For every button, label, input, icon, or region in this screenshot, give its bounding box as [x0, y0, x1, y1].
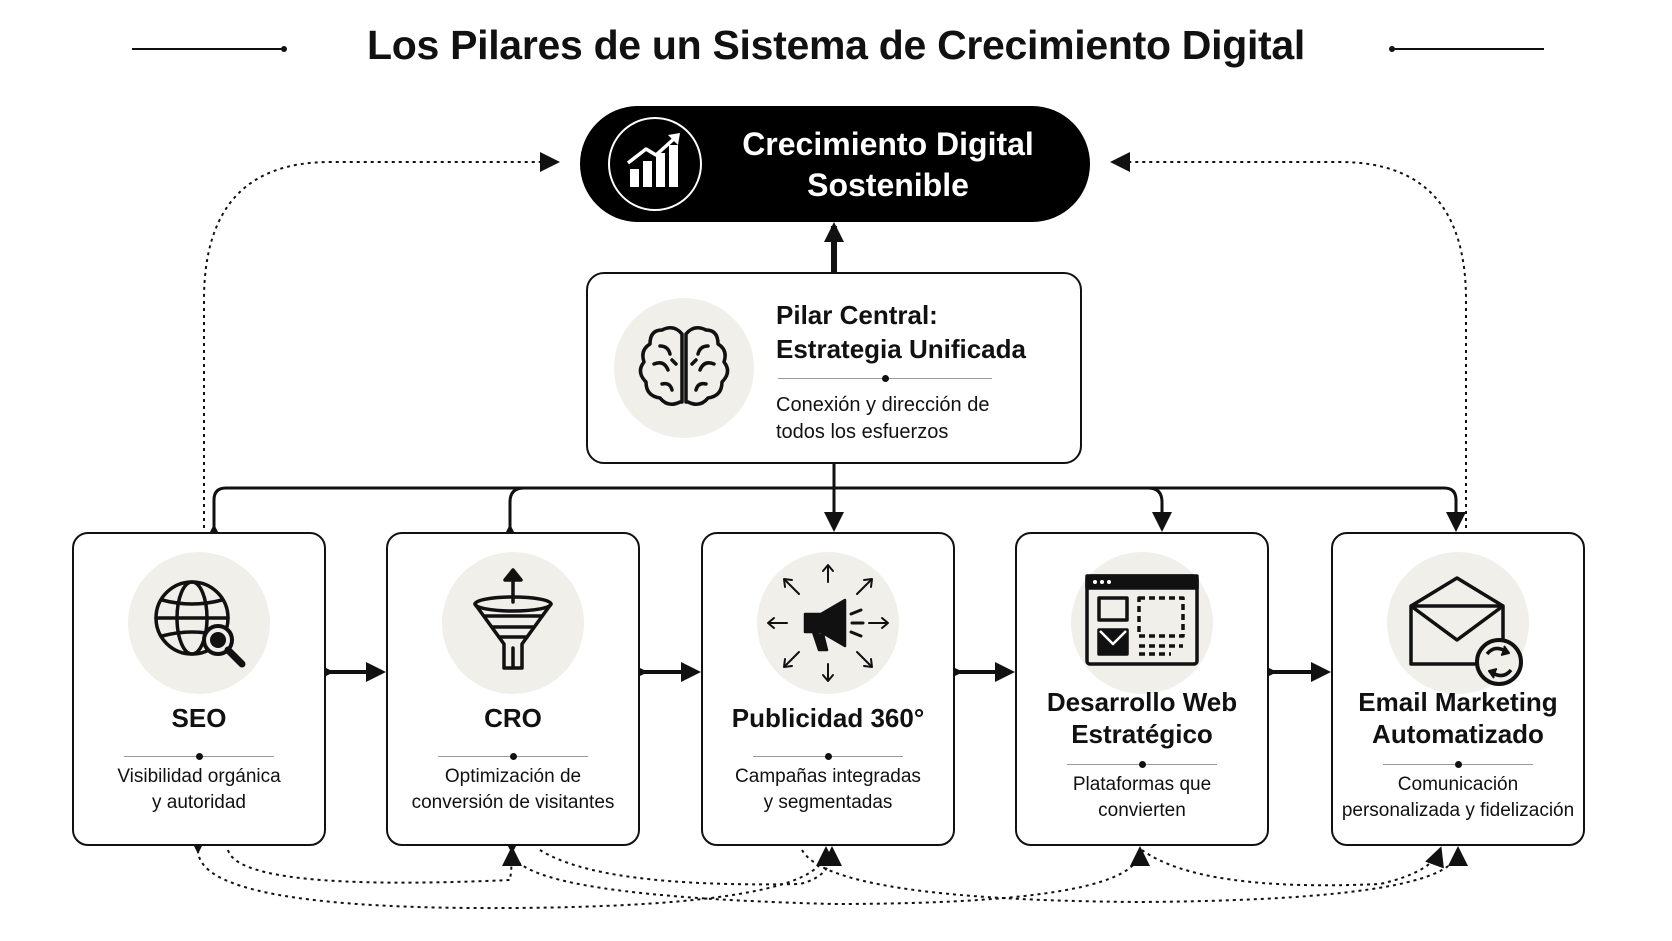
pillar-title-line: Desarrollo Web — [1046, 687, 1238, 717]
pillar-desc-line: Comunicación — [1397, 774, 1519, 795]
pillar-desc-line: Visibilidad orgánica — [117, 766, 281, 787]
goal-pill: Crecimiento Digital Sostenible — [580, 106, 1090, 222]
pillar-divider-dot — [196, 753, 203, 760]
feedback-seo-to-goal — [203, 152, 560, 528]
pillar-description: Campañas integradas y segmentadas — [707, 764, 949, 816]
pillar-desc-line: convierten — [1098, 800, 1186, 821]
goal-label-line1: Crecimiento Digital — [742, 126, 1034, 162]
pillar-desc-line: Campañas integradas — [735, 766, 921, 787]
distribution-bus — [204, 486, 1466, 544]
pillar-description: Comunicación personalizada y fidelizació… — [1337, 772, 1579, 824]
pillar-card-cro: CRO Optimización de conversión de visita… — [386, 532, 640, 846]
pillar-description: Visibilidad orgánica y autoridad — [78, 764, 320, 816]
pillar-desc-line: conversión de visitantes — [411, 792, 615, 813]
central-divider-dot — [882, 375, 889, 382]
branch-to-web — [1147, 486, 1172, 532]
pillar-description: Optimización de conversión de visitantes — [392, 764, 634, 816]
megaphone-icon — [757, 552, 899, 694]
central-pillar-description: Conexión y dirección de todos los esfuer… — [776, 392, 1066, 446]
central-pillar-box: Pilar Central: Estrategia Unificada Cone… — [586, 272, 1082, 464]
email-automation-icon — [1387, 552, 1529, 694]
pillar-title-line: SEO — [171, 703, 227, 733]
growth-chart-icon — [608, 117, 702, 211]
pillar-card-seo: SEO Visibilidad orgánica y autoridad — [72, 532, 326, 846]
pillar-title-line: Estratégico — [1071, 719, 1213, 749]
pillar-title-line: Automatizado — [1372, 719, 1544, 749]
diagram-title: Los Pilares de un Sistema de Crecimiento… — [367, 22, 1305, 68]
title-rule-right — [1389, 46, 1544, 52]
central-title-line2: Estrategia Unificada — [776, 334, 1026, 364]
central-pillar-title: Pilar Central: Estrategia Unificada — [776, 298, 1066, 366]
pillar-card-advertising: Publicidad 360° Campañas integradas y se… — [701, 532, 955, 846]
branch-to-cro — [500, 486, 525, 544]
title-rule-left — [132, 46, 287, 52]
pillar-divider-dot — [1455, 761, 1462, 768]
pillar-desc-line: y autoridad — [151, 792, 246, 813]
pillar-divider-dot — [825, 753, 832, 760]
brain-icon — [614, 298, 754, 438]
globe-search-icon — [128, 552, 270, 694]
pillar-desc-line: Plataformas que — [1072, 774, 1212, 795]
pillar-title: Email Marketing Automatizado — [1337, 686, 1579, 750]
bottom-feedback-loops — [187, 833, 1468, 910]
pillar-title-line: CRO — [484, 703, 542, 733]
central-desc-line2: todos los esfuerzos — [776, 421, 949, 443]
central-desc-line1: Conexión y dirección de — [776, 394, 990, 416]
pillar-title: SEO — [78, 702, 320, 734]
pillar-card-email-marketing: Email Marketing Automatizado Comunicació… — [1331, 532, 1585, 846]
pillar-divider-dot — [510, 753, 517, 760]
pillar-divider-dot — [1139, 761, 1146, 768]
goal-label: Crecimiento Digital Sostenible — [718, 124, 1058, 206]
goal-label-line2: Sostenible — [807, 167, 969, 203]
pillar-title-line: Email Marketing — [1358, 687, 1558, 717]
pillar-description: Plataformas que convierten — [1021, 772, 1263, 824]
pillar-desc-line: personalizada y fidelización — [1341, 800, 1575, 821]
feedback-email-to-goal — [1110, 152, 1467, 528]
browser-window-icon — [1071, 552, 1213, 694]
pillar-desc-line: y segmentadas — [763, 792, 893, 813]
pillar-title: CRO — [392, 702, 634, 734]
pillar-title: Desarrollo Web Estratégico — [1021, 686, 1263, 750]
funnel-icon — [442, 552, 584, 694]
pillar-title-line: Publicidad 360° — [731, 703, 925, 733]
pillar-desc-line: Optimización de — [444, 766, 582, 787]
central-title-line1: Pilar Central: — [776, 300, 938, 330]
pillar-title: Publicidad 360° — [707, 702, 949, 734]
pillar-card-web-development: Desarrollo Web Estratégico Plataformas q… — [1015, 532, 1269, 846]
